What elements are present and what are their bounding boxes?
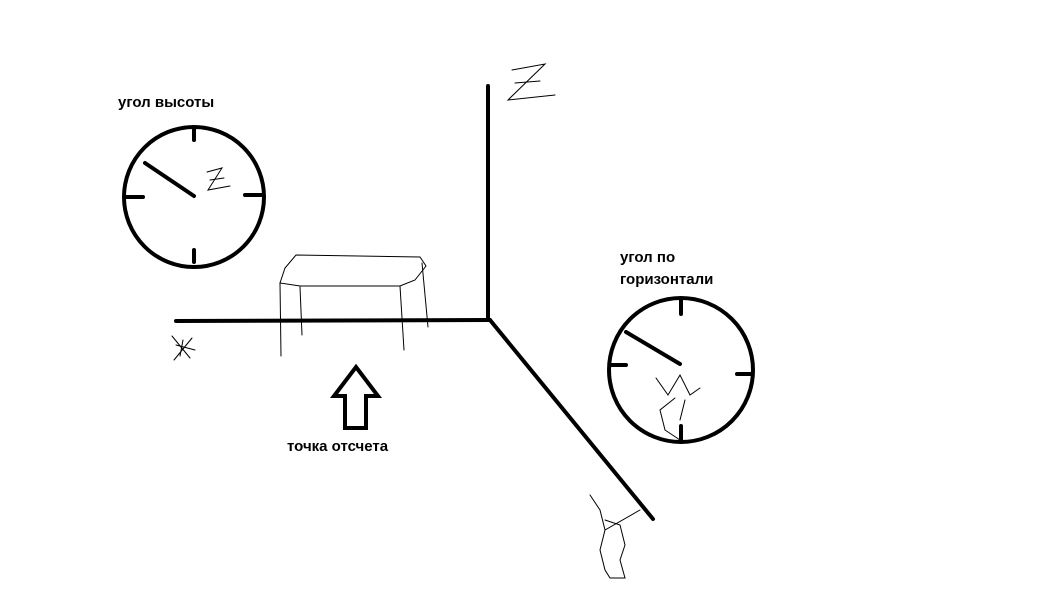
elevation-angle-dial: [122, 125, 266, 269]
z-axis-letter: [506, 63, 556, 101]
table-sketch: [279, 254, 429, 357]
x-axis-letter: [171, 335, 196, 361]
dial-z-letter: [206, 167, 231, 191]
y-axis-letter: [589, 494, 641, 579]
x-axis: [174, 318, 492, 323]
elevation-angle-hand: [143, 161, 196, 198]
horizontal-angle-label-line2: горизонтали: [620, 271, 714, 288]
elevation-angle-label: угол высоты: [118, 94, 215, 111]
up-arrow-icon: [329, 363, 383, 430]
dial-y-letter: [655, 373, 701, 441]
horizontal-angle-dial: [607, 296, 755, 444]
horizontal-angle-label-line1: угол по: [620, 249, 676, 266]
horizontal-angle-hand: [624, 330, 682, 366]
reference-point-label: точка отсчета: [287, 438, 389, 455]
y-axis: [488, 318, 655, 521]
